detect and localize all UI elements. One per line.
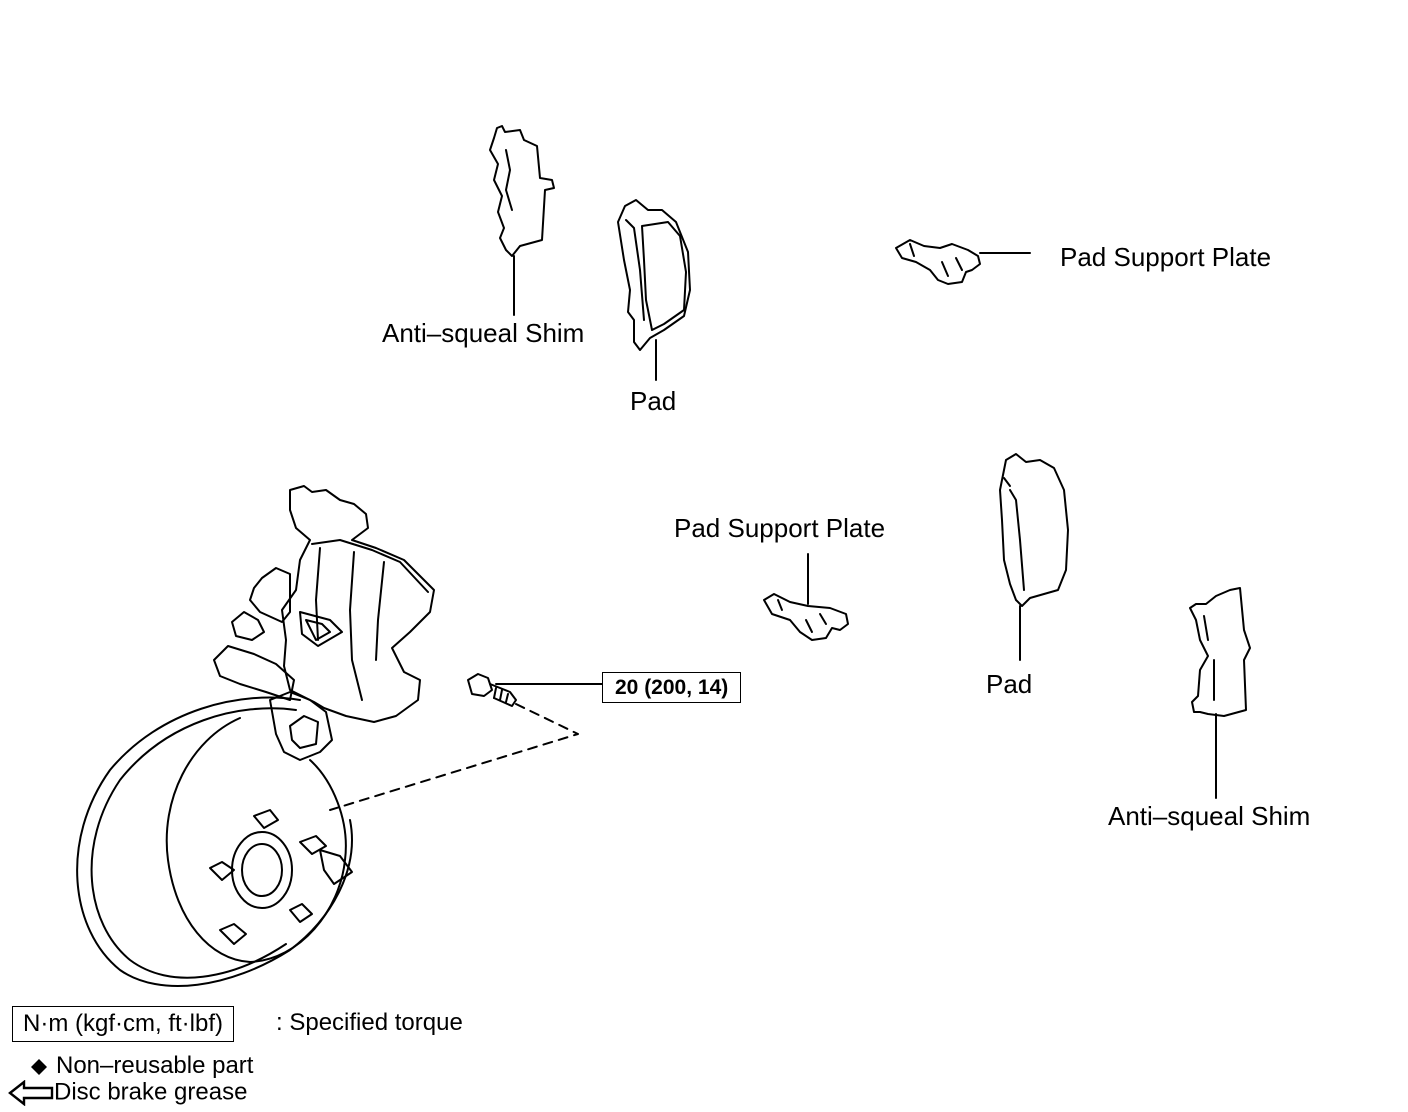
legend-non-reusable-row: Non–reusable part (26, 1054, 253, 1078)
legend-torque-unit-box: N·m (kgf·cm, ft·lbf) (12, 1006, 234, 1042)
torque-spec-box: 20 (200, 14) (602, 672, 742, 703)
caliper-assembly (213, 485, 435, 761)
label-pad-support-plate-top: Pad Support Plate (1060, 242, 1272, 272)
label-pad-right: Pad (986, 669, 1033, 699)
label-anti-squeal-shim-top: Anti–squeal Shim (382, 318, 585, 348)
disc-rotor (76, 696, 353, 987)
legend-non-reusable-text: Non–reusable part (56, 1052, 254, 1079)
bolt (467, 673, 603, 707)
label-pad-support-plate-mid: Pad Support Plate (674, 513, 886, 543)
legend-torque-desc: : Specified torque (276, 1009, 463, 1036)
legend-grease-row: Disc brake grease (8, 1078, 248, 1107)
label-pad-top: Pad (630, 386, 677, 416)
pad-right (999, 453, 1069, 661)
legend-grease-text: Disc brake grease (54, 1078, 248, 1106)
diamond-icon (31, 1058, 47, 1075)
pad-support-plate-mid (763, 553, 849, 641)
hollow-arrow-icon (8, 1079, 54, 1107)
alignment-dashed-line (329, 703, 579, 811)
pad-support-plate-top (895, 239, 1031, 285)
label-anti-squeal-shim-right: Anti–squeal Shim (1108, 801, 1311, 831)
anti-squeal-shim-top (489, 125, 555, 316)
anti-squeal-shim-right (1189, 587, 1251, 799)
pad-top (617, 199, 691, 381)
